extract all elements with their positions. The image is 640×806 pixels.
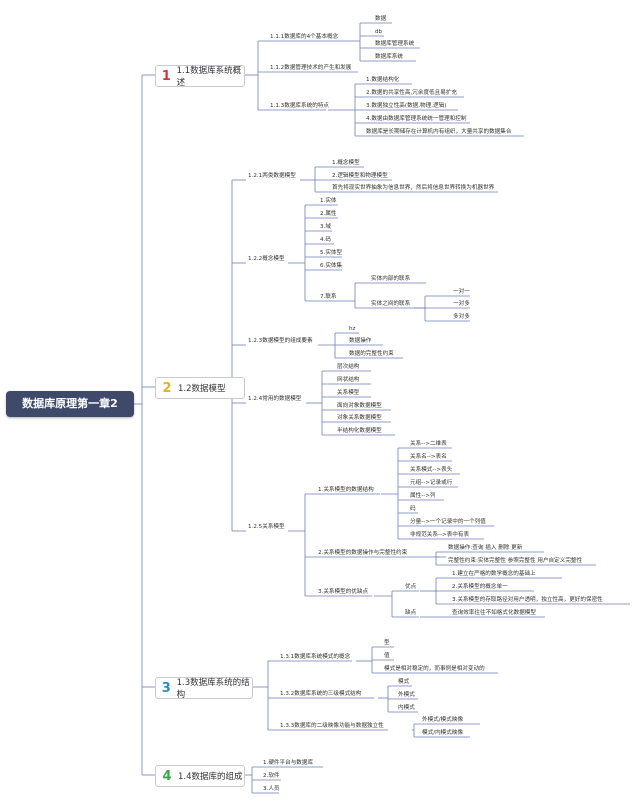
section-number-4: 4 [162,768,172,784]
topic-1-2-1[interactable]: 1.2.1两类数据模型 [248,173,296,179]
leaf[interactable]: 2.软件 [263,773,280,779]
subtopic[interactable]: 3.关系模型的优缺点 [318,589,369,595]
section-title-4: 1.4数据库的组成 [178,772,243,782]
section-title-1: 1.1数据库系统概述 [176,66,242,88]
leaf[interactable]: 面向对象数据模型 [337,403,382,409]
leaf[interactable]: 3.域 [320,224,331,230]
leaf[interactable]: 数据库是长期储存在计算机内有组织，大量共享的数据集合 [366,129,512,135]
leaf[interactable]: 数据库管理系统 [375,41,415,47]
topic-1-1-2[interactable]: 1.1.2数据管理技术的产生和发展 [270,65,352,71]
leaf[interactable]: 关系名-->表名 [410,454,447,460]
leaf[interactable]: 数据库系统 [375,54,403,60]
leaf[interactable]: 查询效率往往不如格式化数据模型 [452,610,536,616]
section-node-1[interactable]: 1 1.1数据库系统概述 [155,65,245,88]
subtopic[interactable]: 2.关系模型的数据操作与完整性约束 [318,550,408,556]
section-node-3[interactable]: 3 1.3数据库系统的结构 [155,677,253,700]
root-node[interactable]: 数据库原理第一章2 [6,391,134,417]
section-number-1: 1 [161,68,171,84]
section-number-3: 3 [161,680,171,696]
leaf[interactable]: 关系模型 [337,390,360,396]
leaf[interactable]: 1.数据结构化 [366,77,400,83]
leaf[interactable]: 2.关系模型的概念单一 [452,584,508,590]
topic-1-1-1[interactable]: 1.1.1数据库的4个基本概念 [270,34,339,40]
leaf[interactable]: 网状结构 [337,377,360,383]
leaf[interactable]: 3.关系模型的存取路径对用户透明，独立性高，更好的保密性 [452,597,603,603]
leaf[interactable]: 属性-->列 [410,493,436,499]
leaf[interactable]: hz [349,326,356,332]
section-title-3: 1.3数据库系统的结构 [176,678,250,700]
leaf[interactable]: 数据的完整性约束 [349,351,394,357]
leaf[interactable]: 3.数据独立性高(数据,物理,逻辑) [366,103,447,109]
leaf[interactable]: 2.属性 [320,211,337,217]
leaf-cons[interactable]: 缺点 [405,610,417,616]
subtopic[interactable]: 1.关系模型的数据结构 [318,487,374,493]
leaf[interactable]: 型 [384,640,390,646]
leaf[interactable]: 1.实体 [320,198,337,204]
leaf[interactable]: 一对一 [453,289,470,295]
leaf[interactable]: 模式 [398,679,410,685]
leaf[interactable]: 关系-->二维表 [410,441,447,447]
leaf[interactable]: 层次结构 [337,364,360,370]
leaf[interactable]: 完整性约束:实体完整性 参照完整性 用户自定义完整性 [448,558,583,564]
section-number-2: 2 [162,380,172,396]
leaf[interactable]: 外模式 [398,692,415,698]
topic-1-1-3[interactable]: 1.1.3数据库系统的特点 [270,103,329,109]
topic-1-2-5[interactable]: 1.2.5关系模型 [248,524,285,530]
leaf[interactable]: 2.逻辑模型和物理模型 [332,173,388,179]
leaf[interactable]: 外模式/模式映像 [422,717,464,723]
topic-1-2-4[interactable]: 1.2.4常用的数据模型 [248,396,302,402]
topic-1-3-2[interactable]: 1.3.2数据库系统的三级模式结构 [280,691,362,697]
leaf[interactable]: 内模式 [398,705,415,711]
leaf[interactable]: db [375,29,383,35]
leaf[interactable]: 关系模式-->表头 [410,467,453,473]
leaf[interactable]: 多对多 [453,314,470,320]
topic-1-3-3[interactable]: 1.3.3数据库的二级映像功能与数据独立性 [280,723,384,729]
section-node-4[interactable]: 4 1.4数据库的组成 [155,765,245,787]
leaf-pros[interactable]: 优点 [405,584,417,590]
leaf[interactable]: 3.人员 [263,786,280,792]
section-node-2[interactable]: 2 1.2数据模型 [155,377,245,399]
leaf[interactable]: 2.数据的共享性高,冗余度低且易扩充 [366,90,458,96]
leaf[interactable]: 半结构化数据模型 [337,428,382,434]
topic-1-2-2[interactable]: 1.2.2概念模型 [248,256,285,262]
leaf[interactable]: 元组-->记录或行 [410,480,453,486]
leaf[interactable]: 实体之间的联系 [371,301,411,307]
leaf[interactable]: 5.实体型 [320,250,343,256]
leaf[interactable]: 数据操作:查询 插入 删除 更新 [448,545,523,551]
leaf[interactable]: 模式/内模式映像 [422,730,464,736]
leaf[interactable]: 非规范关系-->表中有表 [410,532,470,538]
leaf[interactable]: 码 [410,506,416,512]
leaf[interactable]: 对象关系数据模型 [337,415,382,421]
leaf[interactable]: 6.实体集 [320,263,343,269]
leaf-relationship[interactable]: 7.联系 [320,294,337,300]
leaf[interactable]: 1.硬件平台与数据库 [263,760,314,766]
leaf[interactable]: 实体内部的联系 [371,276,411,282]
section-title-2: 1.2数据模型 [178,384,226,394]
leaf[interactable]: 模式是相对稳定的，而事例是相对变动的 [384,666,485,672]
leaf[interactable]: 数据操作 [349,338,372,344]
leaf[interactable]: 值 [384,653,390,659]
leaf[interactable]: 1.建立在严格的数学概念的基础上 [452,571,536,577]
leaf[interactable]: 4.数据由数据库管理系统统一管理和控制 [366,116,467,122]
leaf[interactable]: 首先将现实世界抽象为信息世界，然后将信息世界转换为机器世界 [332,185,495,191]
leaf[interactable]: 4.码 [320,237,331,243]
leaf[interactable]: 数据 [375,16,387,22]
leaf[interactable]: 1.概念模型 [332,160,360,166]
topic-1-3-1[interactable]: 1.3.1数据库系统模式的概念 [280,654,351,660]
leaf[interactable]: 分量-->一个记录中的一个列值 [410,519,486,525]
leaf[interactable]: 一对多 [453,301,470,307]
topic-1-2-3[interactable]: 1.2.3数据模型的组成要素 [248,338,313,344]
